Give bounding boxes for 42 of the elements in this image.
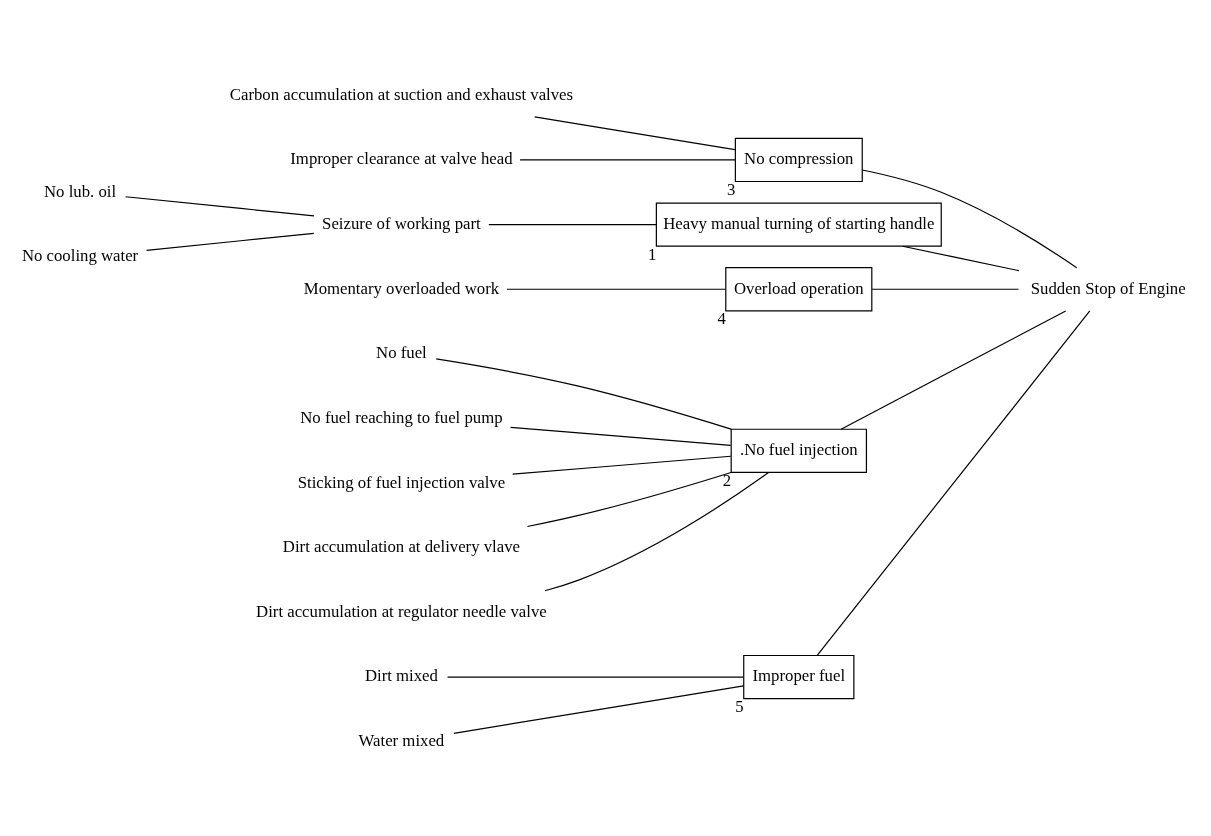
node-text: Carbon accumulation at suction and exhaust valves (229, 84, 574, 104)
connector (534, 115, 736, 150)
connector (509, 426, 732, 446)
node-text: Dirt accumulation at regulator needle valve (256, 601, 547, 621)
node-label: 1 (647, 244, 657, 264)
node-box: .No fuel injection (730, 428, 868, 473)
node-text: No fuel (376, 342, 427, 362)
connector (453, 684, 745, 734)
connector (512, 455, 732, 475)
node-text: Momentary overloaded work (303, 278, 500, 298)
connector (861, 168, 1078, 268)
node-text: Seizure of working part (322, 213, 481, 233)
node-text: Improper clearance at valve head (290, 148, 513, 168)
node-text: Sticking of fuel injection valve (297, 472, 506, 492)
node-box: Heavy manual turning of starting handle (655, 201, 942, 247)
node-label: 2 (722, 470, 732, 490)
connector (446, 675, 745, 678)
node-text: Dirt mixed (364, 665, 438, 685)
node-text: No cooling water (21, 245, 139, 265)
connector (816, 309, 1091, 656)
node-label: 5 (735, 696, 744, 716)
node-text: No lub. oil (43, 181, 117, 201)
connector (488, 223, 657, 225)
node-text: Sudden Stop of Engine (1030, 278, 1186, 298)
connector (125, 195, 315, 216)
node-box: Overload operation (725, 266, 873, 311)
node-text: Dirt accumulation at delivery vlave (282, 536, 521, 556)
node-text: No fuel reaching to fuel pump (300, 407, 503, 427)
node-box: No compression (734, 137, 863, 182)
connector (902, 245, 1020, 271)
connector (506, 288, 727, 290)
node-box: Improper fuel (743, 654, 855, 699)
connector (145, 232, 315, 251)
connector (526, 471, 732, 527)
node-text: Water mixed (358, 730, 445, 750)
connector (871, 288, 1020, 290)
connector (544, 471, 770, 591)
connector (435, 357, 732, 430)
connector (519, 158, 736, 161)
node-label: 3 (726, 179, 736, 199)
connector (840, 309, 1067, 430)
node-label: 4 (717, 308, 726, 328)
